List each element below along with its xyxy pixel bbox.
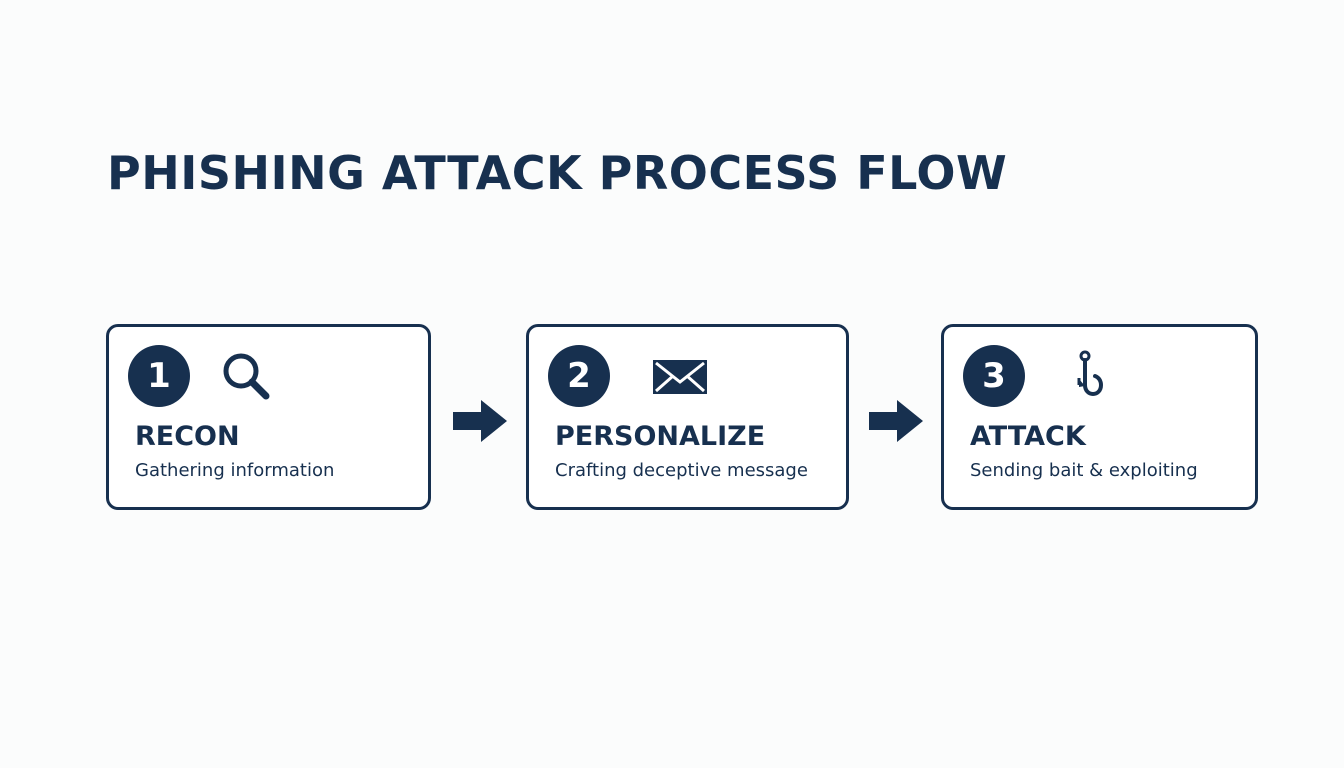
- step-card-personalize: 2 PERSONALIZE Crafting deceptive message: [526, 324, 849, 510]
- arrow-right-icon: [451, 398, 509, 444]
- step-description: Gathering information: [135, 460, 335, 481]
- step-description: Crafting deceptive message: [555, 460, 808, 481]
- fish-hook-icon: [1059, 349, 1119, 405]
- step-card-recon: 1 RECON Gathering information: [106, 324, 431, 510]
- step-number-badge: 2: [548, 345, 610, 407]
- step-title: RECON: [135, 421, 240, 452]
- step-title: PERSONALIZE: [555, 421, 766, 452]
- step-title: ATTACK: [970, 421, 1086, 452]
- step-number-badge: 1: [128, 345, 190, 407]
- step-card-attack: 3 ATTACK Sending bait & exploiting: [941, 324, 1258, 510]
- arrow-right-icon: [867, 398, 925, 444]
- diagram-title: PHISHING ATTACK PROCESS FLOW: [107, 146, 1008, 200]
- magnifying-glass-icon: [217, 349, 277, 405]
- step-number-badge: 3: [963, 345, 1025, 407]
- envelope-icon: [647, 349, 707, 405]
- step-description: Sending bait & exploiting: [970, 460, 1198, 481]
